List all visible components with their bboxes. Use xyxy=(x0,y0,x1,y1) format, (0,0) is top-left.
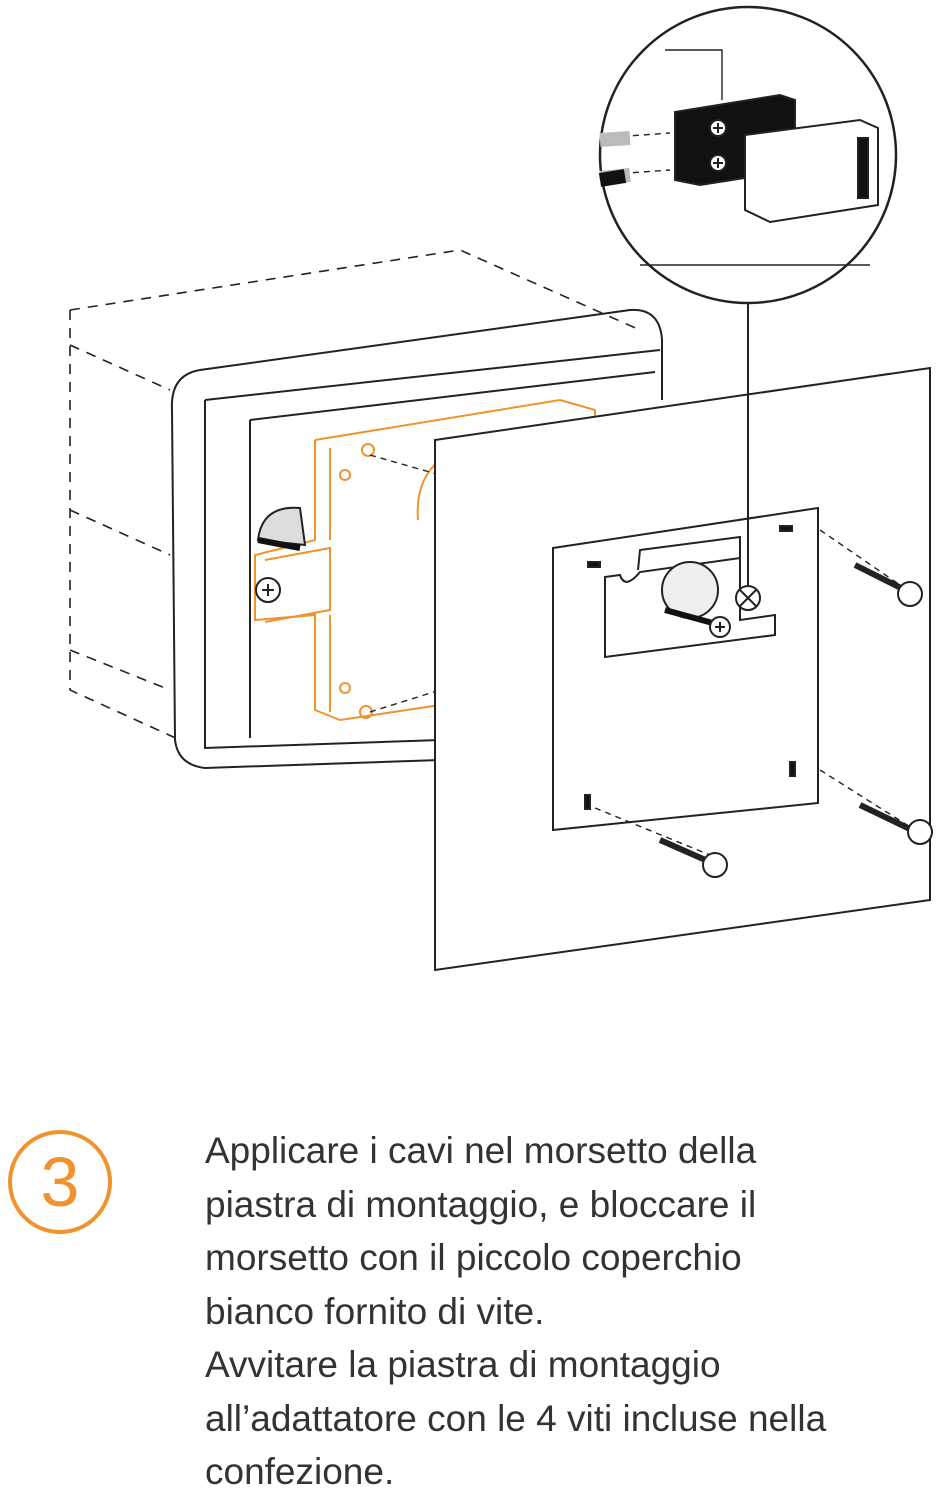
mounting-plate xyxy=(552,506,819,832)
instruction-line: confezione. xyxy=(205,1451,395,1492)
cable xyxy=(256,506,307,547)
adapter-frame xyxy=(170,308,663,770)
instruction-line: Applicare i cavi nel morsetto della xyxy=(205,1130,757,1171)
screws xyxy=(594,529,933,878)
instructions-text: Applicare i cavi nel morsetto della pias… xyxy=(205,1124,945,1499)
instruction-line: piastra di montaggio, e bloccare il xyxy=(205,1183,757,1225)
wall-box-outline xyxy=(69,249,641,741)
instruction-line: all’adattatore con le 4 viti incluse nel… xyxy=(205,1397,827,1439)
instruction-line: Avvitare la piastra di montaggio xyxy=(205,1344,721,1385)
instruction-line: bianco fornito di vite. xyxy=(205,1290,545,1332)
instruction-line: morsetto con il piccolo coperchio xyxy=(205,1237,742,1278)
terminal-detail-magnifier xyxy=(598,5,898,305)
step-number-badge: 3 xyxy=(8,1130,112,1234)
installation-diagram xyxy=(69,5,933,972)
